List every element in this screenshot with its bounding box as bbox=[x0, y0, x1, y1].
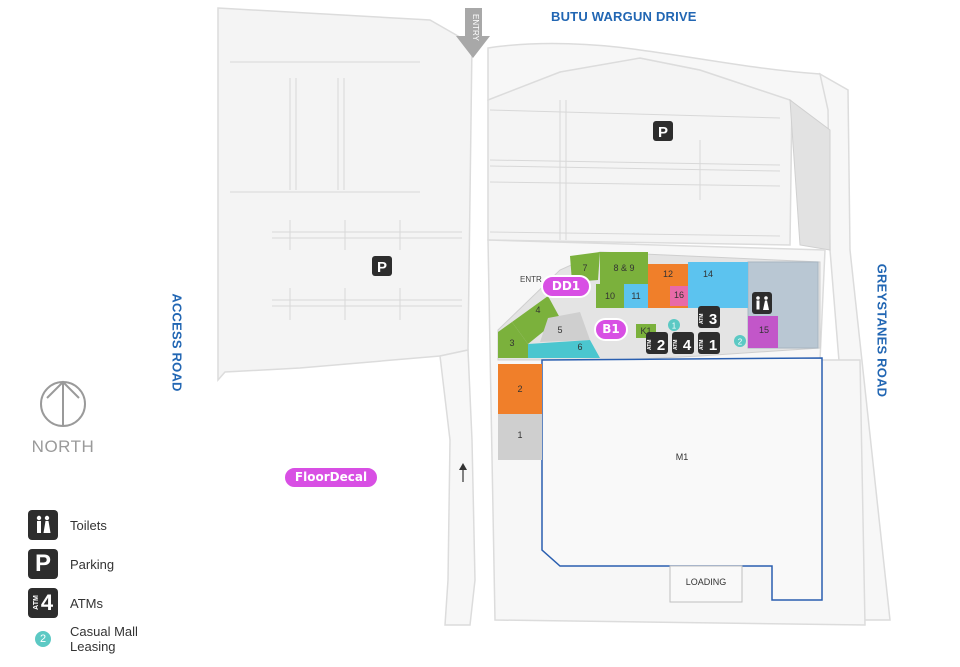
carpark-north bbox=[487, 42, 843, 246]
anchor-m1[interactable]: M1 bbox=[541, 357, 823, 601]
parking-icon-north: P bbox=[653, 121, 673, 141]
store-11[interactable]: 11 bbox=[624, 284, 648, 308]
store-3[interactable]: 3 bbox=[498, 322, 528, 358]
atm-1-icon: ATM 1 bbox=[698, 332, 720, 354]
svg-text:11: 11 bbox=[631, 291, 640, 301]
svg-text:ATM: ATM bbox=[699, 314, 705, 324]
svg-text:3: 3 bbox=[509, 338, 514, 348]
road-butu-wargun-drive: BUTU WARGUN DRIVE bbox=[551, 9, 697, 24]
store-2[interactable]: 2 bbox=[498, 364, 542, 414]
legend-atms-label: ATMs bbox=[70, 595, 103, 611]
store-4[interactable]: 4 bbox=[512, 296, 560, 344]
north-compass: NORTH bbox=[28, 378, 98, 457]
store-5[interactable]: 5 bbox=[540, 312, 590, 342]
svg-text:8 & 9: 8 & 9 bbox=[613, 263, 634, 273]
svg-text:6: 6 bbox=[577, 342, 582, 352]
parking-legend-icon: P bbox=[28, 549, 58, 579]
svg-text:P: P bbox=[658, 124, 668, 141]
north-arrow-icon bbox=[40, 380, 86, 427]
atm-legend-icon: ATM 4 bbox=[28, 588, 58, 618]
svg-text:3: 3 bbox=[709, 311, 717, 328]
parking-bays-north bbox=[489, 100, 781, 240]
svg-text:K1: K1 bbox=[640, 326, 651, 336]
parking-bays-west bbox=[230, 61, 462, 320]
svg-text:7: 7 bbox=[582, 263, 587, 273]
svg-text:16: 16 bbox=[674, 290, 684, 300]
road-greystanes-road: GREYSTANES ROAD bbox=[874, 263, 890, 398]
leasing-marker-1: 1 bbox=[668, 319, 680, 331]
svg-text:ATM: ATM bbox=[647, 340, 653, 350]
store-16[interactable]: 16 bbox=[670, 286, 688, 306]
svg-text:12: 12 bbox=[663, 269, 673, 279]
store-6[interactable]: 6 bbox=[528, 340, 600, 358]
entrance-label: ENTR bbox=[520, 275, 542, 284]
svg-text:1: 1 bbox=[672, 322, 677, 331]
svg-text:15: 15 bbox=[759, 325, 769, 335]
road-access-road: ACCESS ROAD bbox=[169, 293, 185, 392]
svg-text:ATM: ATM bbox=[673, 340, 679, 350]
legend-leasing: 2 Casual Mall Leasing bbox=[28, 624, 138, 654]
entry-arrow-icon: ENTRY bbox=[456, 8, 490, 58]
svg-text:2: 2 bbox=[657, 337, 665, 354]
entry-label: ENTRY bbox=[471, 14, 480, 42]
svg-text:4: 4 bbox=[683, 337, 692, 354]
store-7[interactable]: 7 bbox=[570, 252, 600, 282]
legend-atms: ATM 4 ATMs bbox=[28, 588, 103, 618]
floor-decal-pill[interactable]: FloorDecal bbox=[283, 466, 379, 489]
store-8-9[interactable]: 8 & 9 bbox=[600, 252, 648, 284]
loading-label: LOADING bbox=[686, 577, 727, 587]
leasing-marker-2: 2 bbox=[734, 335, 746, 347]
leasing-legend-icon: 2 bbox=[35, 631, 51, 647]
svg-text:P: P bbox=[377, 259, 387, 276]
store-1[interactable]: 1 bbox=[498, 414, 542, 460]
store-10[interactable]: 10 bbox=[596, 284, 624, 308]
b1-pill[interactable]: B1 bbox=[594, 318, 628, 341]
legend-parking: P Parking bbox=[28, 549, 114, 579]
anchor-label: M1 bbox=[676, 452, 689, 462]
svg-text:4: 4 bbox=[535, 305, 540, 315]
greystanes-verge bbox=[789, 72, 891, 621]
svg-text:10: 10 bbox=[605, 291, 615, 301]
svg-text:2: 2 bbox=[517, 384, 522, 394]
toilets-icon bbox=[752, 292, 772, 314]
north-label: NORTH bbox=[31, 437, 95, 456]
toilets-legend-icon bbox=[28, 510, 58, 540]
store-14[interactable]: 14 bbox=[688, 262, 748, 308]
svg-text:ATM: ATM bbox=[699, 340, 705, 350]
atm-4-icon: ATM 4 bbox=[672, 332, 694, 354]
atm-3-icon: ATM 3 bbox=[698, 306, 720, 328]
store-15[interactable]: 15 bbox=[748, 316, 778, 348]
legend-parking-label: Parking bbox=[70, 556, 115, 572]
legend-toilets: Toilets bbox=[28, 510, 107, 540]
legend-leasing-label: Casual Mall Leasing bbox=[70, 624, 138, 654]
legend-toilets-label: Toilets bbox=[70, 517, 107, 533]
svg-text:5: 5 bbox=[557, 325, 562, 335]
svg-text:2: 2 bbox=[738, 338, 743, 347]
atm-2-icon: ATM 2 bbox=[646, 332, 668, 354]
direction-arrow-icon bbox=[459, 463, 467, 482]
parking-icon-west: P bbox=[372, 256, 392, 276]
svg-text:14: 14 bbox=[703, 269, 713, 279]
carpark-west bbox=[217, 7, 473, 382]
dd1-pill[interactable]: DD1 bbox=[541, 275, 591, 298]
svg-text:1: 1 bbox=[709, 337, 717, 354]
svg-text:1: 1 bbox=[517, 430, 522, 440]
loading-dock: LOADING bbox=[669, 565, 743, 603]
